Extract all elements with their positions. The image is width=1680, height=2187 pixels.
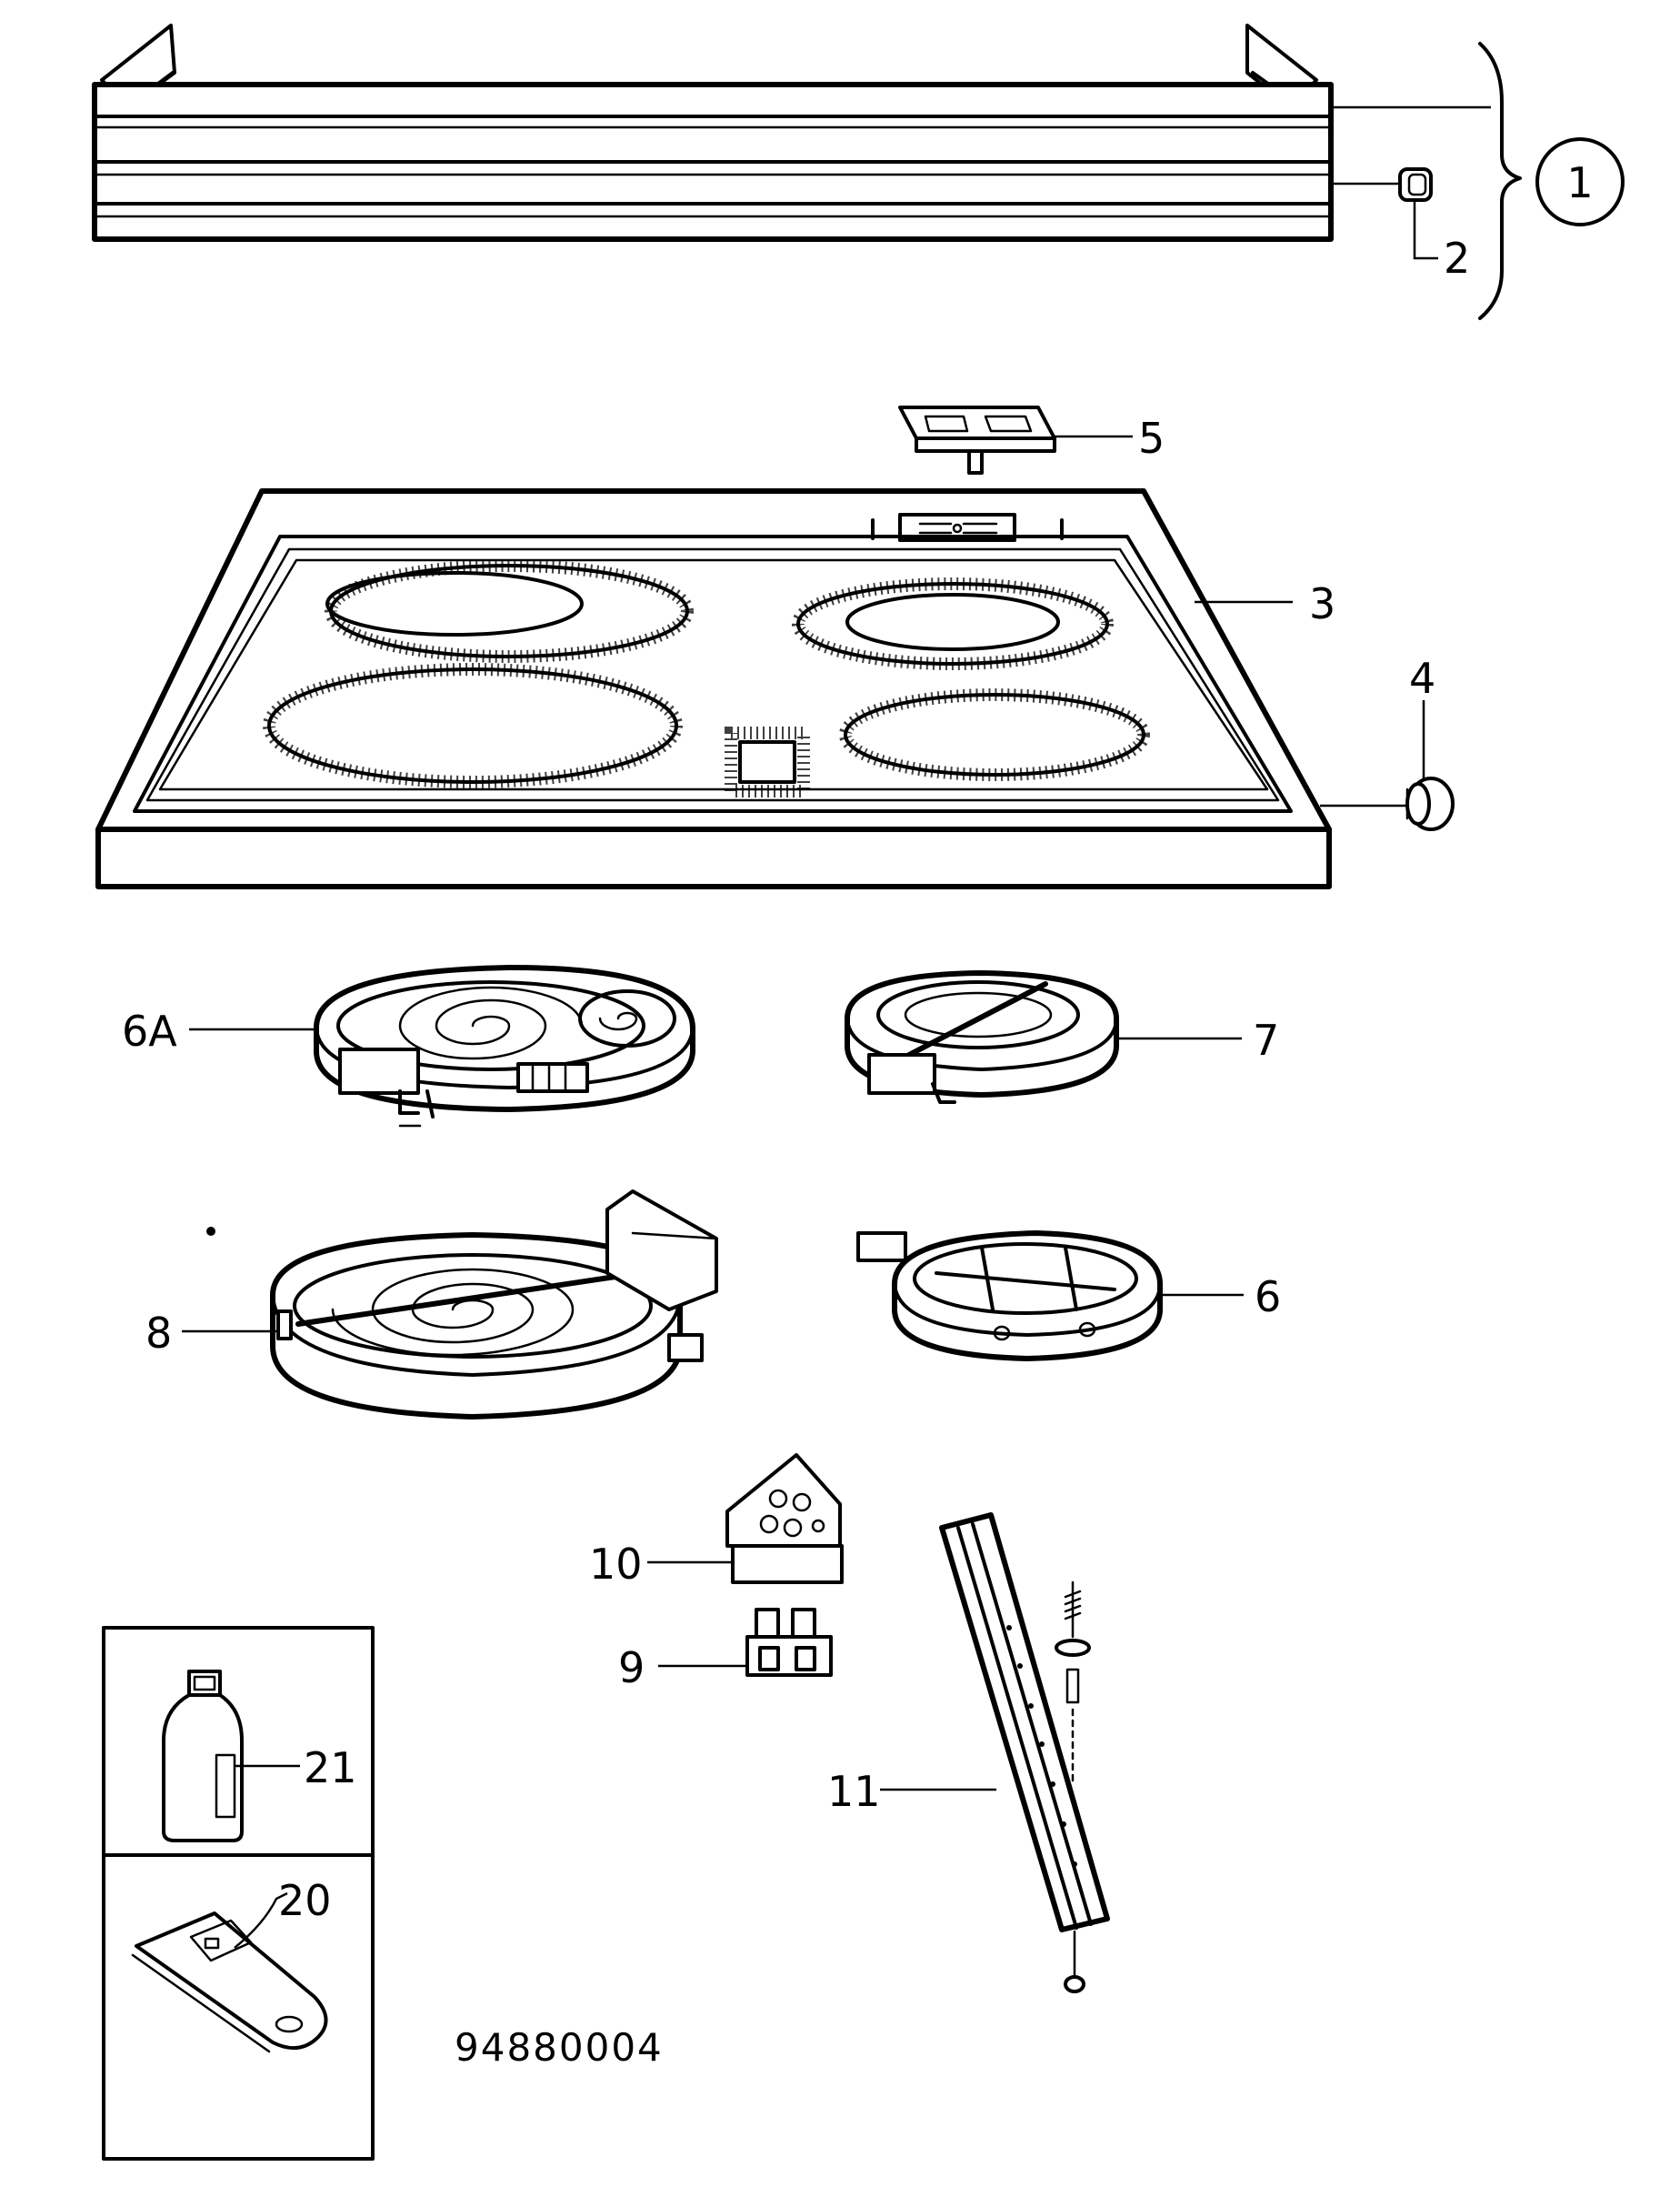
trim-screw <box>1398 167 1433 202</box>
callout-4: 4 <box>1409 654 1435 703</box>
drawing-number: 94880004 <box>455 2025 664 2070</box>
cleaner-bottle <box>162 1670 244 1842</box>
stray-mark <box>206 1227 215 1236</box>
terminal-block <box>745 1608 833 1677</box>
callout-7: 7 <box>1253 1016 1279 1065</box>
callout-9: 9 <box>618 1643 645 1692</box>
group-brace <box>1478 42 1522 320</box>
heating-element-7 <box>845 970 1119 1104</box>
terminal-bracket <box>725 1453 844 1584</box>
glass-cooktop <box>95 488 1332 889</box>
callout-20: 20 <box>278 1876 332 1925</box>
accessory-box <box>102 1626 375 2161</box>
heating-element-8 <box>270 1189 718 1420</box>
callout-1: 1 <box>1566 158 1593 207</box>
callout-3: 3 <box>1309 579 1335 628</box>
callout-2: 2 <box>1444 234 1470 283</box>
mounting-rail <box>939 1512 1110 1993</box>
callout-21: 21 <box>304 1743 357 1792</box>
callout-8: 8 <box>145 1309 172 1358</box>
heating-element-6 <box>856 1230 1163 1361</box>
scraper-tool <box>131 1911 328 2053</box>
control-knob <box>898 406 1056 475</box>
callout-6: 6 <box>1255 1272 1281 1321</box>
group-callout-circle <box>1535 137 1625 226</box>
callout-11: 11 <box>827 1767 881 1816</box>
callout-10: 10 <box>589 1540 643 1589</box>
leader-lines <box>182 105 1491 1949</box>
callout-6a: 6A <box>122 1007 177 1056</box>
trim-strip <box>92 24 1334 242</box>
cooktop-plug <box>1405 777 1455 831</box>
callout-5: 5 <box>1138 414 1165 463</box>
heating-element-6a <box>314 965 695 1128</box>
